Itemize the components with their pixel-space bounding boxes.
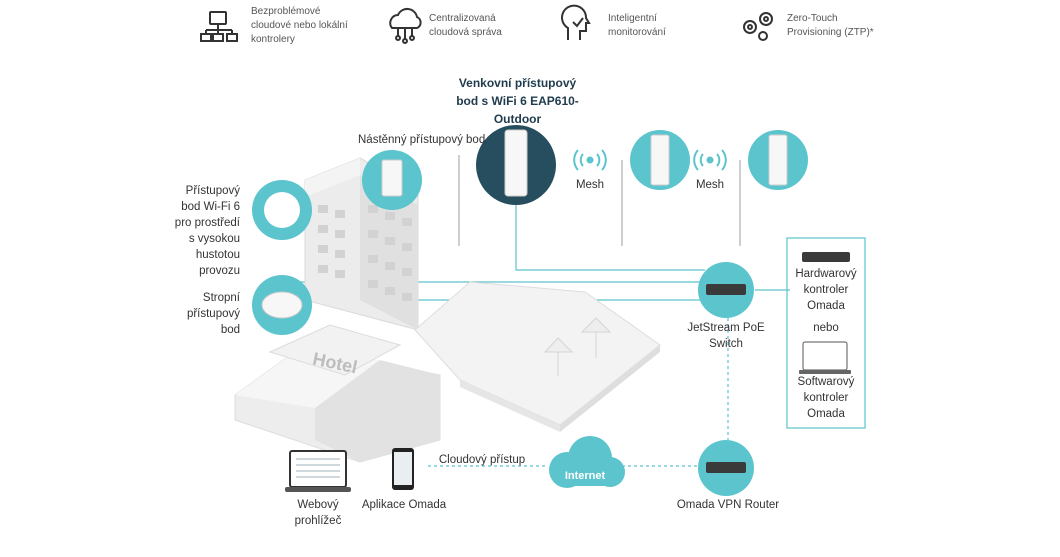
wall-ap-label: Nástěnný přístupový bod: [358, 134, 486, 146]
software-controller-laptop: [799, 341, 851, 374]
internet-cloud: [549, 436, 625, 488]
browser-laptop: [285, 450, 351, 492]
device-circles: [252, 125, 808, 496]
or-label: nebo: [813, 322, 839, 334]
cloud-management-icon: [389, 7, 422, 44]
feature-controllers-text: Bezproblémové cloudové nebo lokální kont…: [251, 6, 348, 45]
mobile-phone: [392, 448, 414, 490]
feature-ztp-text: Zero-Touch Provisioning (ZTP)*: [787, 13, 874, 38]
mesh-label-1: Mesh: [575, 179, 605, 191]
hotel-building: [234, 157, 441, 463]
mesh-signal-icons: [573, 149, 727, 171]
outdoor-ap-label: Venkovní přístupový bod s WiFi 6 EAP610-…: [456, 76, 579, 126]
sw-controller-label: Softwarový kontroler Omada: [797, 376, 855, 420]
controller-box: [786, 237, 866, 429]
gears-icon: [743, 12, 773, 41]
feature-cloud-text: Centralizovaná cloudová správa: [429, 13, 502, 38]
switch-label: JetStream PoE Switch: [687, 322, 765, 350]
app-label: Aplikace Omada: [361, 499, 447, 511]
network-controller-icon: [200, 11, 238, 42]
line-outdoor-to-switch: [515, 205, 705, 271]
feature-monitoring-text: Inteligentní monitorování: [608, 13, 666, 38]
cloud-access-label: Cloudový přístup: [438, 454, 526, 466]
ceiling-ap-label: Stropní přístupový bod: [186, 292, 240, 336]
hw-controller-label: Hardwarový kontroler Omada: [795, 268, 857, 312]
pool-deck: [414, 281, 661, 432]
poles: [458, 155, 741, 246]
router-label: Omada VPN Router: [676, 499, 780, 511]
browser-label: Webový prohlížeč: [294, 499, 342, 527]
internet-label: Internet: [565, 470, 606, 482]
umbrellas: [543, 317, 612, 376]
feature-icons: [200, 4, 773, 44]
hardware-controller-device: [802, 252, 850, 262]
intelligent-monitoring-icon: [561, 4, 591, 40]
wifi6-ap-label: Přístupový bod Wi-Fi 6 pro prostředí s v…: [174, 185, 240, 277]
mesh-label-2: Mesh: [695, 179, 725, 191]
